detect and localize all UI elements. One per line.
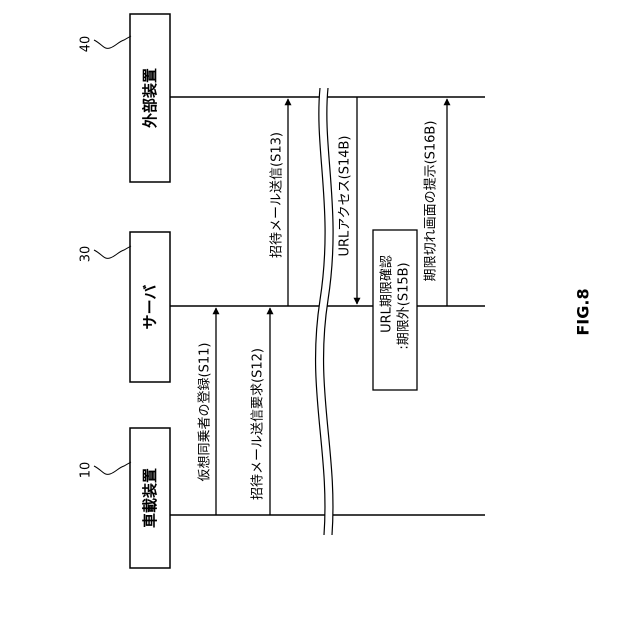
label-s11: 仮想同乗者の登録(S11) <box>197 343 213 482</box>
label-s14b: URLアクセス(S14B) <box>338 136 353 257</box>
leader-line-server <box>94 246 131 258</box>
leader-line-external <box>94 36 131 48</box>
figure-label: FIG.8 <box>574 288 593 335</box>
process-box-line2: :期限外(S15B) <box>397 262 412 349</box>
leader-line-onboard <box>94 462 131 474</box>
label-s12: 招待メール送信要求(S12) <box>251 348 266 500</box>
ref-number-onboard: 10 <box>79 462 94 479</box>
label-s16b: 期限切れ画面の提示(S16B) <box>423 121 439 282</box>
ref-number-server: 30 <box>79 246 94 263</box>
ref-number-external: 40 <box>79 36 94 53</box>
process-box-line1: URL期限確認 <box>379 255 395 333</box>
device-name-onboard: 車載装置 <box>141 468 159 528</box>
device-name-server: サーバ <box>141 285 159 330</box>
device-name-external: 外部装置 <box>141 68 159 129</box>
label-s13: 招待メール送信(S13) <box>270 132 285 258</box>
